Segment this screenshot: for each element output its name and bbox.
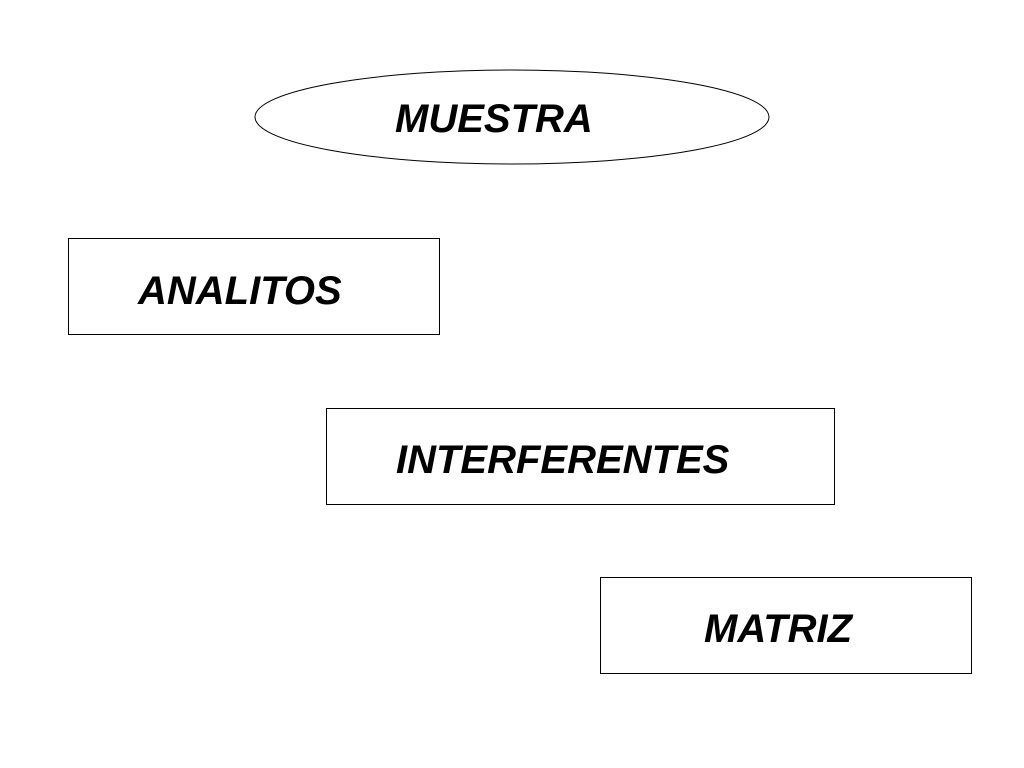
node-matriz: MATRIZ [600, 577, 972, 674]
node-analitos-label: ANALITOS [138, 269, 342, 313]
node-muestra-label: MUESTRA [395, 97, 593, 141]
node-analitos: ANALITOS [68, 238, 440, 335]
node-interferentes: INTERFERENTES [326, 408, 835, 505]
node-matriz-label: MATRIZ [704, 607, 853, 651]
node-muestra: MUESTRA [254, 69, 770, 165]
node-muestra-ellipse-shape [254, 69, 770, 165]
node-interferentes-label: INTERFERENTES [396, 438, 730, 482]
